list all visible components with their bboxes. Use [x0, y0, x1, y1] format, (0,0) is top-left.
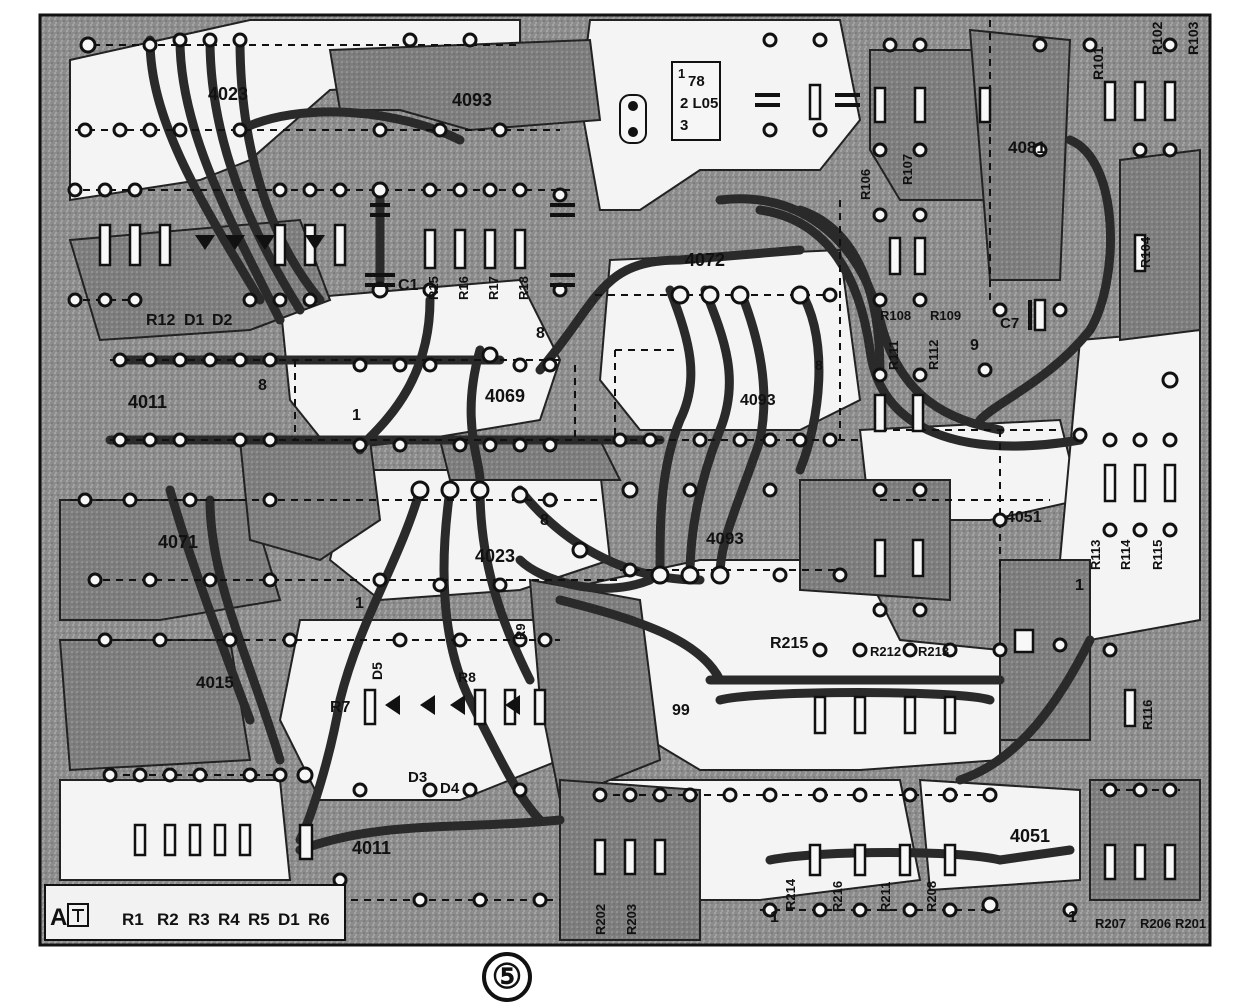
resistor-bodies: [98, 80, 1177, 881]
label-r206: R206: [1140, 916, 1171, 931]
label-r113: R113: [1088, 540, 1103, 570]
legend-strip: [44, 884, 346, 941]
label-r208: R208: [924, 881, 939, 912]
label-r203: R203: [624, 904, 639, 935]
label-r213: R213: [918, 644, 949, 659]
regulator-label-2l05: 2 L05: [680, 95, 718, 112]
voltage-regulator: [619, 61, 721, 144]
logo-mark: A: [50, 903, 89, 931]
label-r108: R108: [880, 308, 911, 323]
label-r17: R17: [486, 276, 501, 300]
figure-number: ⑤: [482, 952, 532, 1002]
chip-4011-bottom: 4011: [352, 838, 391, 858]
label-r12: R12: [146, 312, 175, 329]
label-r216: R216: [830, 881, 845, 912]
label-r212: R212: [870, 644, 901, 659]
label-r114: R114: [1118, 539, 1133, 570]
legend-r5: R5: [248, 910, 270, 929]
regulator-pin-1: 1: [678, 66, 685, 81]
label-r16: R16: [456, 276, 471, 300]
chip-4051-right: 4051: [1006, 509, 1042, 526]
legend-r2: R2: [157, 910, 179, 929]
chip-4069: 4069: [485, 386, 525, 406]
mark-9: 9: [970, 337, 979, 354]
legend-r6: R6: [308, 910, 330, 929]
label-r214: R214: [783, 878, 798, 910]
chip-4015: 4015: [196, 673, 234, 692]
label-r106: R106: [858, 169, 873, 200]
chip-4071: 4071: [158, 532, 198, 552]
label-r15: R15: [426, 276, 441, 300]
label-r107: R107: [900, 154, 915, 185]
label-c1: C1: [398, 277, 419, 294]
label-r215: R215: [770, 635, 808, 652]
mark-8c: 8: [540, 512, 549, 529]
solder-pads: [67, 32, 1179, 918]
label-r7: R7: [330, 699, 351, 716]
pcb-board-drawing: 4023 4093 4072 4081 4011 4069 4071 4023 …: [38, 13, 1212, 947]
label-r18: R18: [516, 276, 531, 300]
capacitor-symbols: [365, 93, 1032, 330]
chip-4051-bottom: 4051: [1010, 826, 1050, 846]
label-r101: R101: [1090, 46, 1106, 80]
mark-1e: 1: [1075, 577, 1084, 594]
chip-4023-mid: 4023: [475, 546, 515, 566]
legend-r4: R4: [218, 910, 240, 929]
label-r115: R115: [1150, 540, 1165, 570]
label-r201: R201: [1175, 916, 1206, 931]
label-r202: R202: [593, 904, 608, 935]
chip-4081: 4081: [1008, 138, 1046, 157]
regulator-label-3: 3: [680, 117, 688, 134]
label-d4: D4: [440, 780, 460, 797]
mark-1b: 1: [355, 595, 364, 612]
legend-d1: D1: [278, 910, 300, 929]
label-d2-top: D2: [212, 312, 233, 329]
chip-4093-right: 4093: [740, 392, 776, 409]
label-c7: C7: [1000, 315, 1019, 332]
chip-4023-top: 4023: [208, 84, 248, 104]
label-r211: R211: [878, 882, 893, 912]
diode-symbols: [195, 235, 520, 715]
legend-r1: R1: [122, 910, 144, 929]
label-r9: R9: [513, 623, 528, 640]
mark-99: 99: [672, 702, 690, 719]
mark-8b: 8: [536, 325, 545, 342]
label-r104: R104: [1138, 236, 1153, 268]
mark-1c: 1: [770, 909, 779, 926]
mark-1a: 1: [352, 407, 361, 424]
label-r207: R207: [1095, 916, 1126, 931]
chip-4072: 4072: [685, 250, 725, 270]
label-r116: R116: [1140, 700, 1155, 730]
label-d1-top: D1: [184, 312, 205, 329]
mark-8d: 8: [815, 357, 823, 373]
legend-r3: R3: [188, 910, 210, 929]
label-d5: D5: [369, 662, 385, 680]
chip-4093-top: 4093: [452, 90, 492, 110]
label-r112: R112: [926, 340, 941, 370]
chip-4093-mid: 4093: [706, 529, 744, 548]
regulator-label-78: 78: [688, 73, 705, 90]
label-r102: R102: [1149, 21, 1165, 55]
mark-8a: 8: [258, 377, 267, 394]
label-r111: R111: [886, 340, 901, 370]
label-r8: R8: [458, 669, 476, 685]
chip-4011-left: 4011: [128, 392, 167, 412]
label-r103: R103: [1185, 21, 1201, 55]
mark-1d: 1: [1068, 909, 1077, 926]
label-r109: R109: [930, 308, 961, 323]
label-d3: D3: [408, 769, 427, 786]
svg-text:A: A: [50, 904, 67, 931]
